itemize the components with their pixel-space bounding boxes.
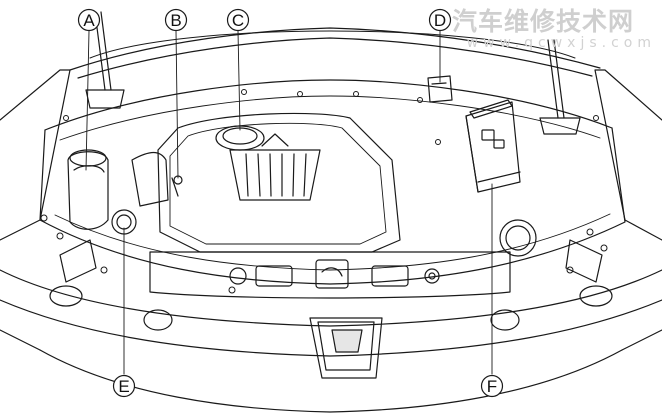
callout-c: C — [226, 8, 250, 32]
hood-latch — [309, 317, 383, 379]
callout-d: D — [428, 8, 452, 32]
callout-e: E — [112, 374, 136, 398]
callout-b-label: B — [170, 11, 181, 30]
battery — [465, 99, 521, 193]
bumper-parts — [49, 239, 613, 331]
hood-open — [69, 27, 601, 79]
callout-a: A — [77, 8, 101, 32]
engine-cover — [157, 112, 401, 253]
watermark-title: 汽车维修技术网 — [452, 7, 635, 36]
watermark-url: www.qcwxjs.com — [466, 35, 656, 51]
callout-a-label: A — [83, 11, 95, 30]
body-outline — [0, 69, 662, 413]
front-panel — [149, 251, 511, 299]
leader-lines — [85, 30, 493, 375]
watermark: 汽车维修技术网 www.qcwxjs.com — [452, 2, 658, 54]
callout-f: F — [480, 374, 504, 398]
fuse-box — [427, 75, 453, 103]
callout-c-label: C — [232, 11, 244, 30]
callout-e-label: E — [118, 377, 129, 396]
callout-b: B — [164, 8, 188, 32]
washer-reservoir — [67, 149, 183, 235]
bolts — [40, 89, 608, 294]
engine-bay-frame — [39, 79, 626, 285]
callout-d-label: D — [434, 11, 446, 30]
strut-mount — [499, 219, 537, 257]
callout-f-label: F — [487, 377, 497, 396]
